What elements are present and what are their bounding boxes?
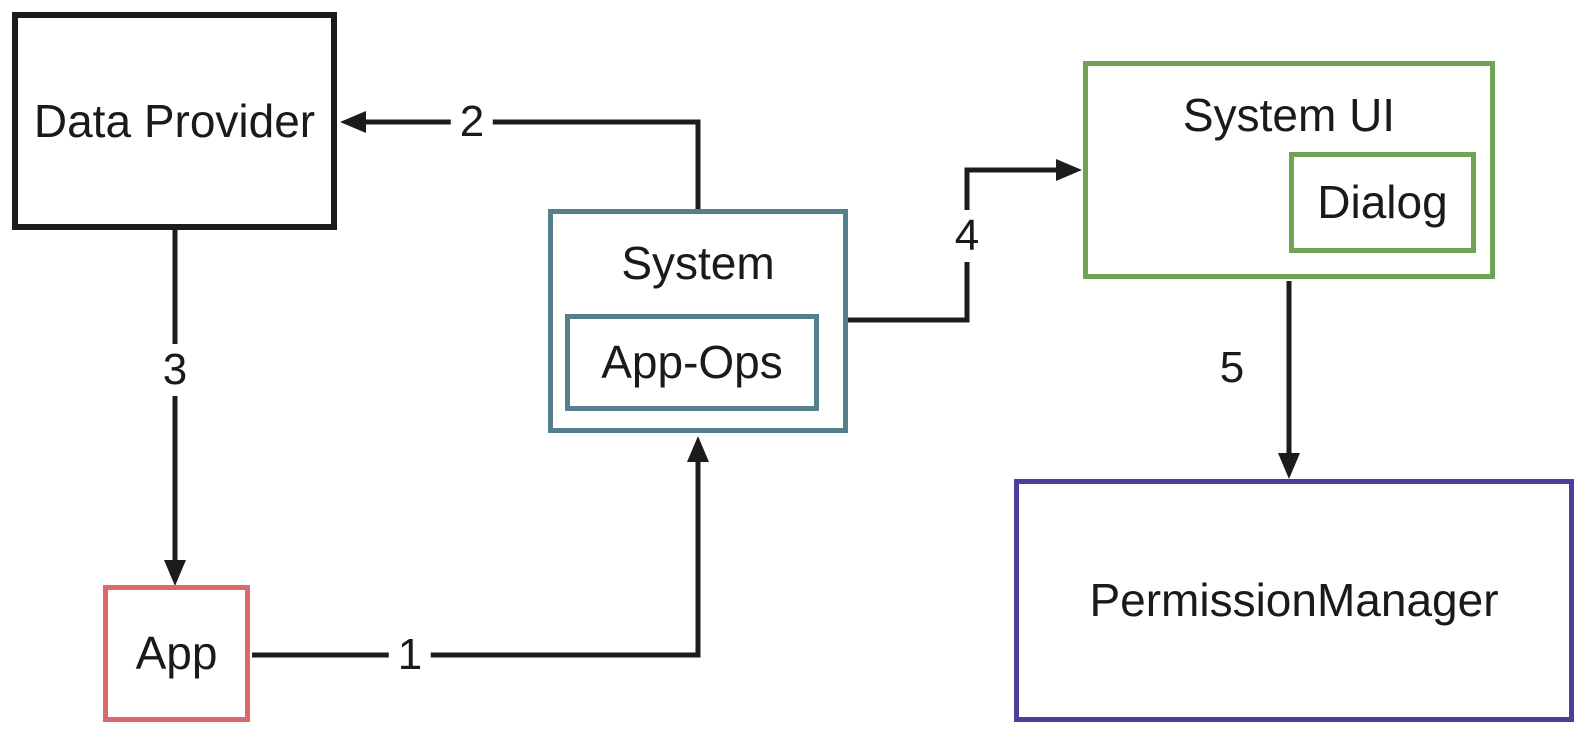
node-data-provider-label: Data Provider xyxy=(33,94,316,147)
node-permission-manager-label: PermissionManager xyxy=(1089,574,1499,626)
node-app-label: App xyxy=(135,627,218,679)
edge-label-2: 2 xyxy=(450,96,494,148)
edge-label-5: 5 xyxy=(1210,342,1254,394)
node-dialog-label: Dialog xyxy=(1317,176,1448,228)
edge-2-arrowhead-icon xyxy=(340,111,366,133)
edge-1-line xyxy=(252,450,701,658)
node-app-ops: App-Ops xyxy=(565,314,819,411)
node-dialog: Dialog xyxy=(1289,152,1476,253)
edge-4-arrowhead-icon xyxy=(1056,159,1082,181)
edge-label-4: 4 xyxy=(945,210,989,262)
node-permission-manager: PermissionManager xyxy=(1014,479,1574,722)
edge-app-to-system xyxy=(252,436,709,658)
edge-label-1: 1 xyxy=(388,629,432,681)
node-system-ui-label: System UI xyxy=(1182,89,1396,141)
node-data-provider: Data Provider xyxy=(12,12,337,230)
node-app-ops-label: App-Ops xyxy=(601,336,783,388)
edge-system-to-data-provider xyxy=(340,111,701,209)
edge-5-arrowhead-icon xyxy=(1278,453,1300,479)
node-app: App xyxy=(103,585,250,722)
edge-3-arrowhead-icon xyxy=(164,560,186,586)
edge-2-line xyxy=(354,119,701,209)
edge-data-provider-to-app xyxy=(164,230,186,586)
node-system-label: System xyxy=(621,237,775,289)
edge-label-3: 3 xyxy=(153,344,197,396)
edge-1-arrowhead-icon xyxy=(687,436,709,462)
edge-system-ui-to-permission-manager xyxy=(1278,281,1300,479)
